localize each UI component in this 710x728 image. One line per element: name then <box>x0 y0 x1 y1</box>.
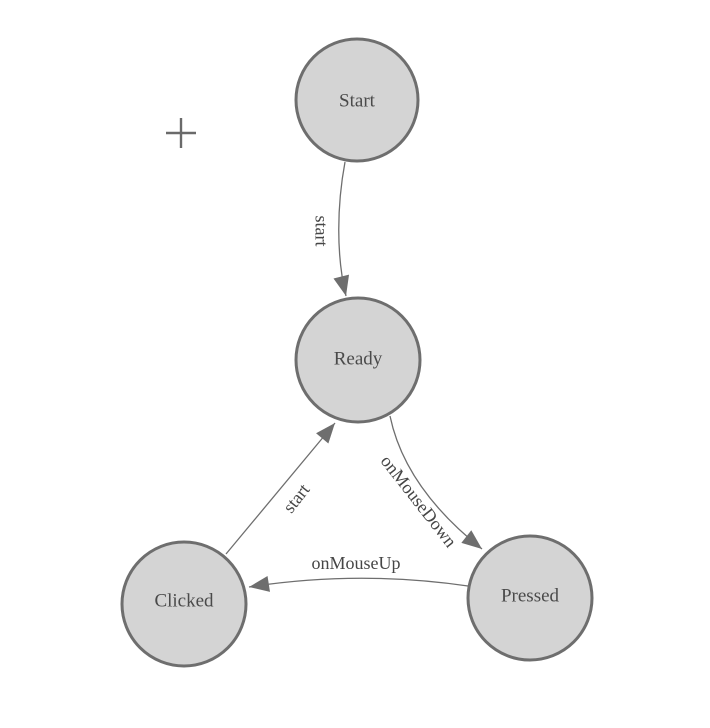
node-label: Clicked <box>154 591 214 612</box>
edge-clicked-to-ready[interactable]: start <box>225 422 336 555</box>
plus-icon[interactable] <box>166 118 196 148</box>
node-label: Pressed <box>501 586 560 607</box>
node-circle[interactable] <box>466 534 594 662</box>
node-label: Start <box>339 91 376 112</box>
edge-path[interactable] <box>389 415 483 550</box>
node-ready[interactable]: Ready <box>294 296 422 424</box>
node-pressed[interactable]: Pressed <box>466 534 594 662</box>
edge-label: onMouseUp <box>312 553 401 573</box>
edge-path[interactable] <box>248 576 469 592</box>
edge-label: onMouseDown <box>377 451 461 551</box>
node-clicked[interactable]: Clicked <box>120 540 248 668</box>
edge-label: start <box>312 216 332 247</box>
node-start[interactable]: Start <box>294 37 420 163</box>
edge-label: start <box>279 480 314 517</box>
edge-start-to-ready[interactable]: start <box>312 161 350 297</box>
edge-pressed-to-clicked[interactable]: onMouseUp <box>248 553 469 592</box>
node-circle[interactable] <box>294 296 422 424</box>
edge-ready-to-pressed[interactable]: onMouseDown <box>377 415 483 551</box>
edge-path[interactable] <box>225 422 336 555</box>
node-circle[interactable] <box>120 540 248 668</box>
node-circle[interactable] <box>294 37 420 163</box>
node-label: Ready <box>334 349 383 370</box>
edge-path[interactable] <box>333 161 350 297</box>
